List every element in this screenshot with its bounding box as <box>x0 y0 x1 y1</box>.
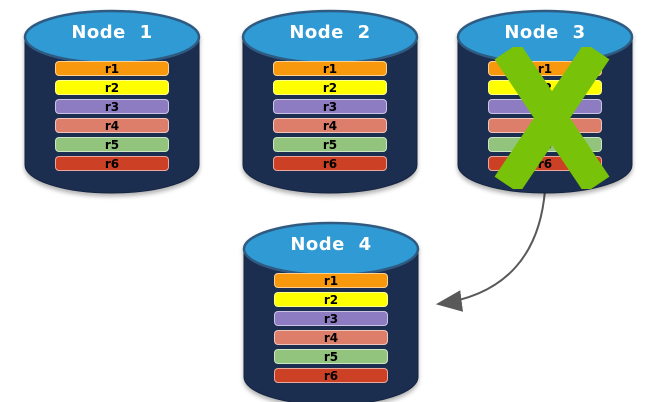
replica-bar-r6: r6 <box>273 156 387 171</box>
replica-stack: r1 r2 r3 r4 r5 r6 <box>274 273 388 387</box>
replica-label: r2 <box>104 80 120 95</box>
replica-label: r6 <box>322 156 338 171</box>
replica-bar-r6: r6 <box>274 368 388 383</box>
replica-bar-r6: r6 <box>55 156 169 171</box>
database-cylinder-icon <box>23 9 201 194</box>
replica-bar-r3: r3 <box>55 99 169 114</box>
database-cylinder-icon <box>241 9 419 194</box>
replica-stack: r1 r2 r3 r4 r5 r6 <box>273 61 387 175</box>
replica-label: r5 <box>104 137 120 152</box>
replica-label: r2 <box>323 292 339 307</box>
replica-bar-r1: r1 <box>274 273 388 288</box>
replica-label: r6 <box>323 368 339 383</box>
replica-stack: r1 r2 r3 r4 r5 r6 <box>55 61 169 175</box>
replica-bar-r2: r2 <box>273 80 387 95</box>
replica-label: r3 <box>322 99 338 114</box>
replica-label: r3 <box>104 99 120 114</box>
node-title: Node 2 <box>289 22 371 43</box>
replica-label: r5 <box>322 137 338 152</box>
replica-label: r1 <box>104 61 120 76</box>
replica-label: r1 <box>323 273 339 288</box>
replica-label: r3 <box>323 311 339 326</box>
failure-x-icon <box>494 47 610 189</box>
replica-bar-r1: r1 <box>55 61 169 76</box>
replica-bar-r2: r2 <box>55 80 169 95</box>
replica-bar-r5: r5 <box>274 349 388 364</box>
replica-bar-r4: r4 <box>273 118 387 133</box>
replica-label: r4 <box>322 118 338 133</box>
replica-bar-r5: r5 <box>55 137 169 152</box>
replica-label: r1 <box>322 61 338 76</box>
node-1: Node 1 r1 r2 r3 r4 r5 r6 <box>22 5 202 197</box>
node-4: Node 4 r1 r2 r3 r4 r5 r6 <box>241 217 421 402</box>
node-title: Node 1 <box>71 22 153 43</box>
replica-bar-r5: r5 <box>273 137 387 152</box>
replica-bar-r3: r3 <box>274 311 388 326</box>
replica-label: r5 <box>323 349 339 364</box>
replica-label: r2 <box>322 80 338 95</box>
node-title: Node 3 <box>504 22 586 43</box>
replica-bar-r1: r1 <box>273 61 387 76</box>
node-title: Node 4 <box>290 234 372 255</box>
node-2: Node 2 r1 r2 r3 r4 r5 r6 <box>240 5 420 197</box>
replica-label: r4 <box>104 118 120 133</box>
replica-label: r4 <box>323 330 339 345</box>
replica-label: r6 <box>104 156 120 171</box>
replica-bar-r4: r4 <box>274 330 388 345</box>
replica-bar-r2: r2 <box>274 292 388 307</box>
replica-bar-r4: r4 <box>55 118 169 133</box>
replica-label: r1 <box>537 61 553 76</box>
replica-bar-r3: r3 <box>273 99 387 114</box>
